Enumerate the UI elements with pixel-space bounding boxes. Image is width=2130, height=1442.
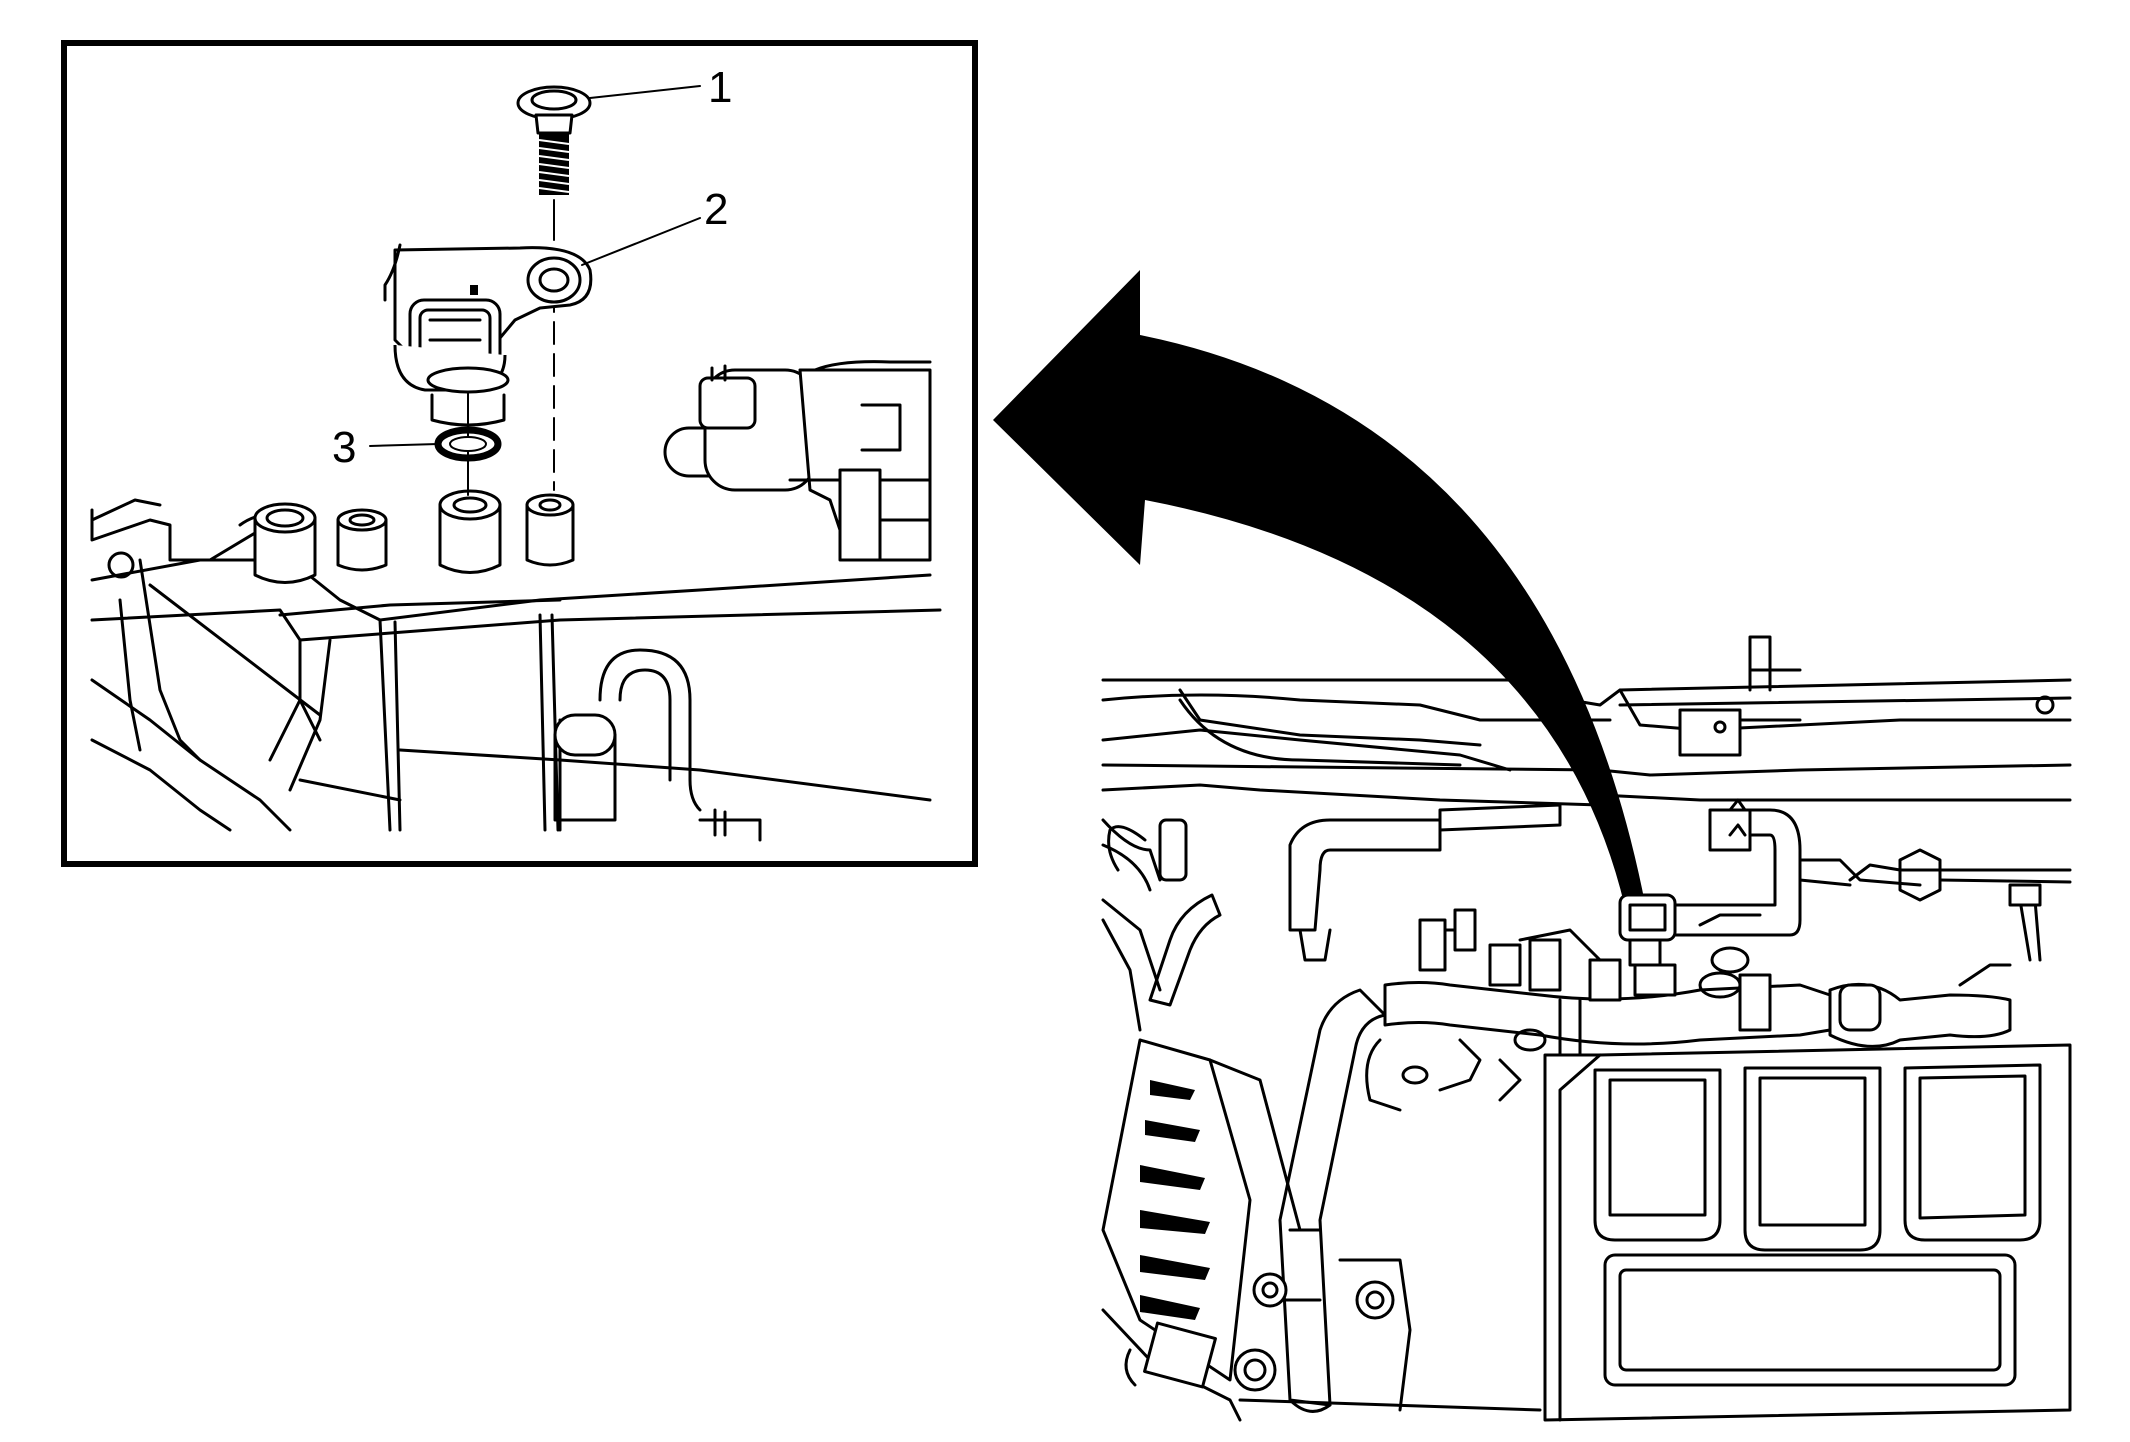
detail-inset: 1 2 3 (61, 40, 978, 867)
inset-manifold (90, 498, 942, 842)
location-arrow (993, 270, 1650, 930)
callout-3: 3 (332, 423, 439, 472)
callout-1-label: 1 (708, 63, 732, 112)
callout-3-label: 3 (332, 423, 356, 472)
engine-map-sensor (1618, 893, 1677, 997)
bolt (516, 85, 592, 195)
engine-cover (1543, 1043, 2072, 1422)
callout-2-label: 2 (704, 185, 728, 234)
inset-solenoid-valve (663, 360, 932, 562)
map-sensor (383, 243, 593, 427)
radiator (1101, 1038, 1302, 1422)
inset-bosses (253, 489, 575, 584)
callout-1: 1 (589, 63, 732, 112)
callout-2: 2 (581, 185, 728, 266)
engine-bay-bolts (1233, 1258, 1542, 1412)
inset-exploded-parts (383, 85, 593, 496)
engine-bay-overview (1101, 635, 2072, 1422)
